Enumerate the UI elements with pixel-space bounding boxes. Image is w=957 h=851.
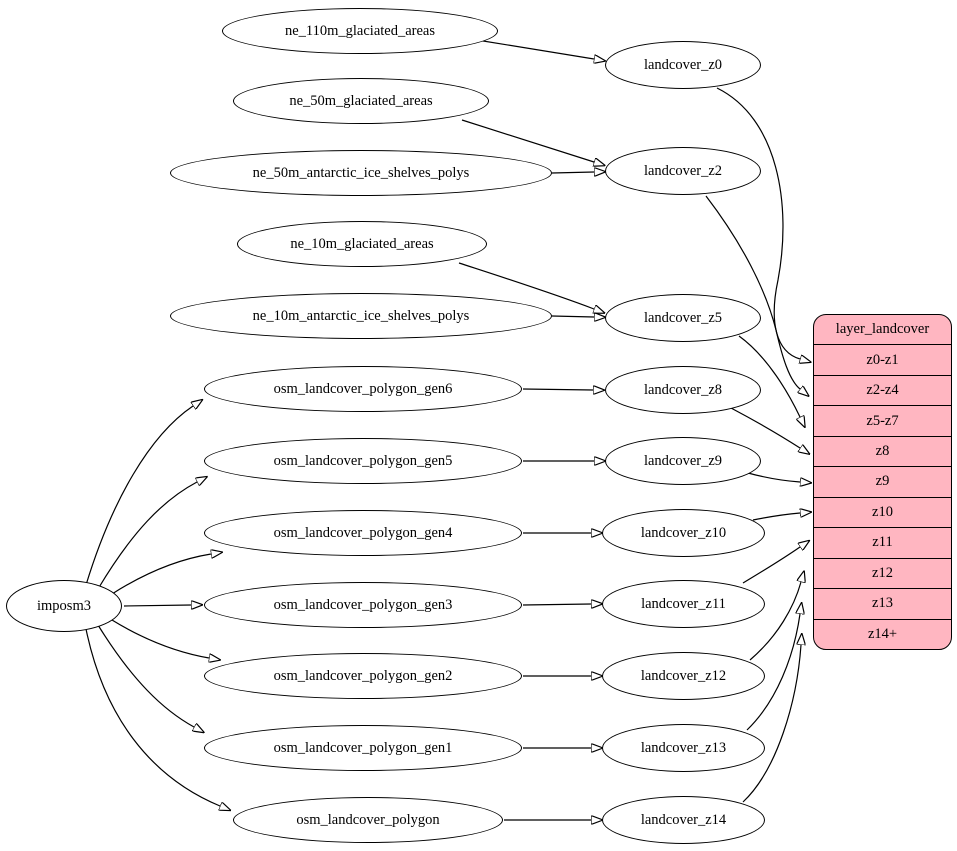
node-osm-landcover-polygon: osm_landcover_polygon xyxy=(233,797,503,843)
record-row-z0-z1: z0-z1 xyxy=(814,344,951,374)
edge-ne-50m-glaciated-to-z2 xyxy=(461,119,594,162)
record-row-z12: z12 xyxy=(814,557,951,588)
edge-imposm3-to-gen3 xyxy=(123,605,191,606)
edge-ne-110m-to-z0 xyxy=(476,39,594,59)
node-osm-landcover-polygon-gen6: osm_landcover_polygon_gen6 xyxy=(204,366,522,412)
record-row-z14plus: z14+ xyxy=(814,618,951,649)
edge-imposm3-to-gen5 xyxy=(97,482,197,590)
node-osm-landcover-polygon-gen1: osm_landcover_polygon_gen1 xyxy=(204,725,522,771)
record-title: layer_landcover xyxy=(835,321,930,338)
edge-z2-to-row-z2-z4 xyxy=(705,195,800,389)
edge-ne-10m-glaciated-to-z5 xyxy=(458,262,594,309)
node-landcover-z9: landcover_z9 xyxy=(605,437,761,485)
edge-gen3-to-z11 xyxy=(522,604,591,605)
node-ne-50m-antarctic-ice-shelves-polys: ne_50m_antarctic_ice_shelves_polys xyxy=(170,150,552,196)
edge-imposm3-to-gen1 xyxy=(97,624,194,727)
node-landcover-z12: landcover_z12 xyxy=(602,652,765,700)
edge-z5-to-row-z5-z7 xyxy=(738,335,800,417)
edge-z8-to-row-z8 xyxy=(730,407,800,448)
node-imposm3: imposm3 xyxy=(6,580,122,632)
node-landcover-z13: landcover_z13 xyxy=(602,724,765,772)
edge-z10-to-row-z10 xyxy=(752,513,800,521)
node-ne-10m-glaciated-areas: ne_10m_glaciated_areas xyxy=(237,221,487,267)
edge-imposm3-to-gen6 xyxy=(85,406,193,586)
record-row-z13: z13 xyxy=(814,588,951,618)
node-landcover-z11: landcover_z11 xyxy=(602,580,765,628)
record-row-z8: z8 xyxy=(814,435,951,466)
node-osm-landcover-polygon-gen3: osm_landcover_polygon_gen3 xyxy=(204,582,522,628)
node-landcover-z2: landcover_z2 xyxy=(605,147,761,195)
record-row-z2-z4: z2-z4 xyxy=(814,374,951,405)
node-osm-landcover-polygon-gen5: osm_landcover_polygon_gen5 xyxy=(204,438,522,484)
node-imposm3-label: imposm3 xyxy=(37,597,91,614)
node-landcover-z10: landcover_z10 xyxy=(602,509,765,557)
node-ne-110m-glaciated-areas: ne_110m_glaciated_areas xyxy=(222,8,498,54)
edge-imposm3-to-polygon xyxy=(85,628,220,806)
node-osm-landcover-polygon-gen4: osm_landcover_polygon_gen4 xyxy=(204,510,522,556)
node-landcover-z8: landcover_z8 xyxy=(605,366,761,414)
edge-z0-to-row-z0-z1 xyxy=(716,87,800,359)
record-row-z10: z10 xyxy=(814,496,951,527)
edge-z14-to-row-z14plus xyxy=(742,645,801,803)
edge-imposm3-to-gen2 xyxy=(111,619,209,658)
node-ne-50m-glaciated-areas: ne_50m_glaciated_areas xyxy=(233,78,489,124)
record-row-z11: z11 xyxy=(814,527,951,557)
node-layer-landcover: layer_landcover z0-z1 z2-z4 z5-z7 z8 z9 … xyxy=(813,314,952,650)
record-row-z5-z7: z5-z7 xyxy=(814,405,951,435)
edge-z11-to-row-z11 xyxy=(742,547,800,584)
edge-imposm3-to-gen4 xyxy=(111,554,211,595)
edge-z9-to-row-z9 xyxy=(747,472,800,482)
node-landcover-z5: landcover_z5 xyxy=(605,294,761,342)
edge-z12-to-row-z12 xyxy=(749,582,801,661)
node-landcover-z0: landcover_z0 xyxy=(605,41,761,89)
node-osm-landcover-polygon-gen2: osm_landcover_polygon_gen2 xyxy=(204,653,522,699)
node-ne-10m-antarctic-ice-shelves-polys: ne_10m_antarctic_ice_shelves_polys xyxy=(170,293,552,339)
edge-gen6-to-z8 xyxy=(522,389,593,390)
record-row-z9: z9 xyxy=(814,466,951,496)
edge-z13-to-row-z13 xyxy=(746,614,800,731)
edge-ne-50m-antarctic-to-z2 xyxy=(551,172,594,173)
edge-ne-10m-antarctic-to-z5 xyxy=(551,316,594,317)
node-landcover-z14: landcover_z14 xyxy=(602,796,765,844)
